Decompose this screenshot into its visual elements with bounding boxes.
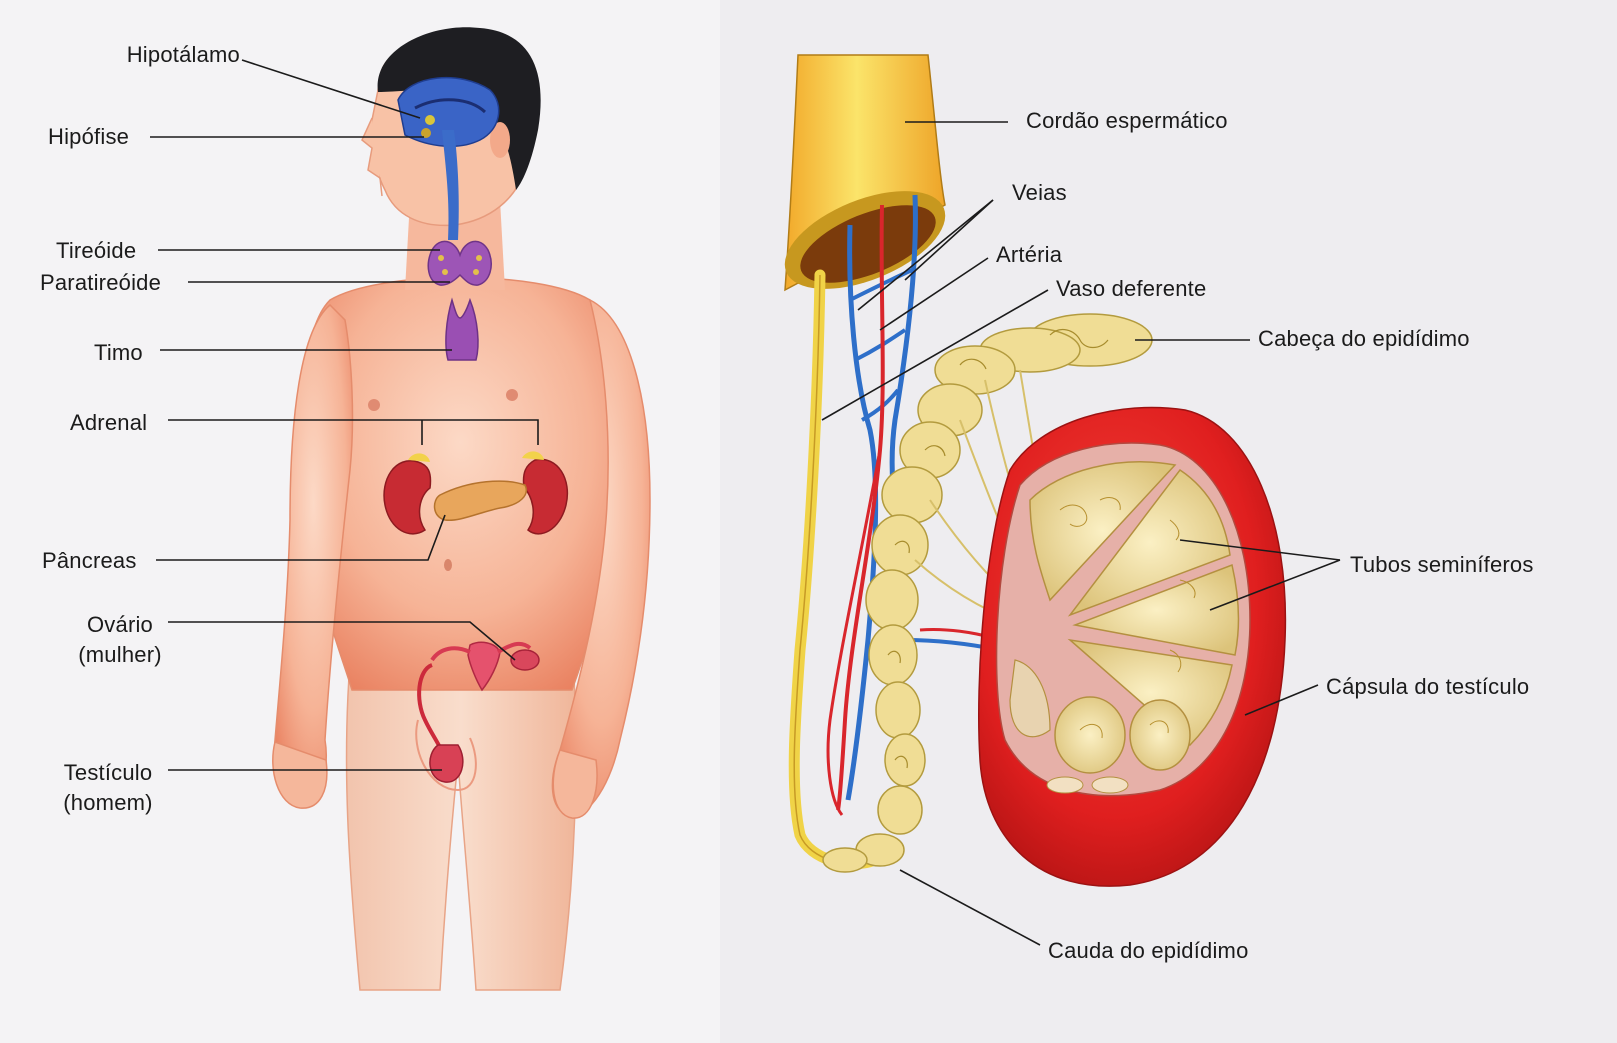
label-capsula: Cápsula do testículo <box>1326 674 1529 700</box>
label-timo: Timo <box>94 340 143 366</box>
arm-right-side <box>274 305 352 800</box>
label-adrenal: Adrenal <box>70 410 147 436</box>
human-figure <box>273 27 650 990</box>
testis-figure <box>430 745 463 782</box>
label-cauda: Cauda do epidídimo <box>1048 938 1249 964</box>
label-hipofise: Hipófise <box>48 124 129 150</box>
label-testiculo: Testículo <box>48 760 168 786</box>
label-paratireoide: Paratireóide <box>40 270 161 296</box>
label-tireoide: Tireóide <box>56 238 136 264</box>
label-pancreas: Pâncreas <box>42 548 137 574</box>
label-veias: Veias <box>1012 180 1067 206</box>
label-arteria: Artéria <box>996 242 1062 268</box>
label-ovario-note: (mulher) <box>64 642 176 668</box>
label-cabeca: Cabeça do epidídimo <box>1258 326 1470 352</box>
label-ovario: Ovário <box>72 612 168 638</box>
label-hipotalamo: Hipotálamo <box>90 42 240 68</box>
label-testiculo-note: (homem) <box>52 790 164 816</box>
label-cordao: Cordão espermático <box>1026 108 1228 134</box>
ovary <box>511 650 539 670</box>
label-tubos: Tubos seminíferos <box>1350 552 1534 578</box>
label-vaso: Vaso deferente <box>1056 276 1206 302</box>
legs <box>347 640 576 990</box>
